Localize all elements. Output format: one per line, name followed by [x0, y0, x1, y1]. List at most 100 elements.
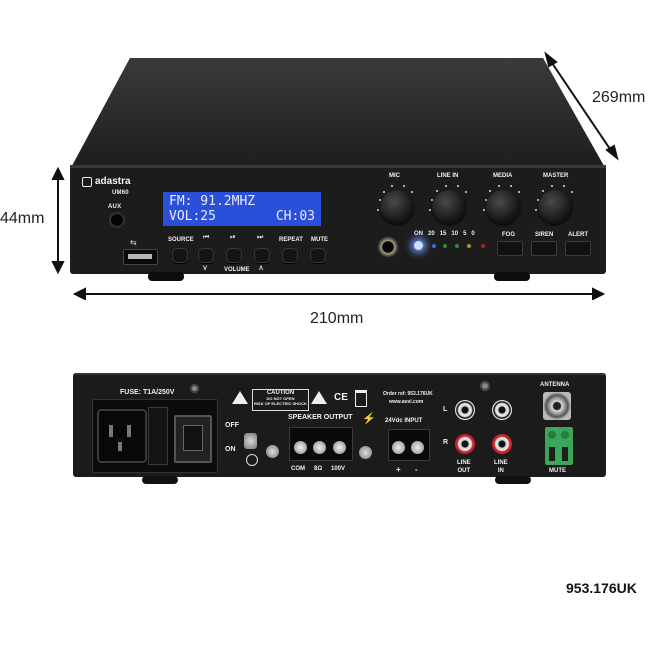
volume-down-icon: V	[203, 266, 208, 272]
mic-knob[interactable]	[380, 190, 414, 224]
height-label: 44mm	[0, 210, 45, 227]
power-led	[414, 241, 423, 250]
rca-line-out-l[interactable]	[455, 400, 475, 420]
dc-minus-label: -	[415, 465, 418, 474]
mute-button[interactable]	[310, 248, 326, 263]
play-pause-button[interactable]	[226, 248, 242, 263]
caution-box: CAUTION DO NOT OPEN RISK OF ELECTRIC SHO…	[252, 389, 309, 411]
alert-button[interactable]	[565, 241, 591, 256]
speaker-output-label: SPEAKER OUTPUT	[288, 414, 353, 421]
front-foot-left	[148, 272, 184, 281]
master-knob[interactable]	[538, 190, 572, 224]
knob-tick-rings	[377, 185, 573, 211]
volume-up-icon: Λ	[259, 266, 264, 272]
source-button[interactable]	[172, 248, 188, 263]
speaker-terminal-100v[interactable]	[333, 441, 346, 454]
mic-jack[interactable]	[377, 236, 399, 258]
line-out-label: LINE OUT	[457, 460, 471, 474]
terminal-100v-label: 100V	[331, 466, 346, 472]
rca-line-in-l[interactable]	[492, 400, 512, 420]
meter-on-label: ON	[414, 231, 423, 237]
weee-bin-icon	[355, 390, 367, 407]
mute-terminal-block[interactable]	[545, 427, 573, 465]
power-switch[interactable]	[174, 415, 212, 463]
depth-arrow	[544, 51, 619, 161]
screw-mid[interactable]	[359, 446, 372, 459]
meter-15-label: 15	[439, 231, 447, 237]
fuse-holder[interactable]	[148, 407, 168, 465]
master-knob-label: MASTER	[543, 173, 569, 179]
mute-label: MUTE	[311, 237, 328, 243]
antenna-connector[interactable]	[543, 392, 571, 420]
meter-20-label: 20	[428, 231, 435, 237]
next-button[interactable]	[254, 248, 270, 263]
prev-button[interactable]	[198, 248, 214, 263]
alert-label: ALERT	[568, 232, 588, 238]
level-meter-labels: ON 20 15 10 5 0	[414, 231, 475, 237]
meter-0-label: 0	[471, 231, 475, 237]
iec-inlet[interactable]	[97, 409, 147, 463]
fog-button[interactable]	[497, 241, 523, 256]
dc-input-label: 24Vdc INPUT	[385, 418, 423, 424]
line-in-knob[interactable]	[432, 190, 466, 224]
on-label: ON	[225, 446, 236, 453]
shock-hazard-icon	[311, 391, 327, 404]
lcd-display: FM: 91.2MHZ VOL:25 CH:03	[163, 192, 321, 226]
speaker-terminal-8ohm[interactable]	[313, 441, 326, 454]
line-in-label: LINE IN	[494, 460, 508, 474]
siren-button[interactable]	[531, 241, 557, 256]
fuse-label: FUSE: T1A/250V	[120, 389, 175, 396]
repeat-button[interactable]	[282, 248, 298, 263]
dc-terminal-plus[interactable]	[392, 441, 405, 454]
ground-terminal[interactable]	[244, 433, 257, 449]
usb-port[interactable]	[123, 249, 158, 265]
rear-foot-right	[495, 476, 531, 484]
meter-10-label: 10	[451, 231, 459, 237]
height-arrow	[51, 166, 65, 275]
warning-triangle-icon	[232, 391, 248, 404]
model-label: UM60	[112, 190, 129, 196]
width-label: 210mm	[310, 310, 364, 327]
terminal-8ohm-label: 8Ω	[314, 466, 323, 472]
caution-sub-2: RISK OF ELECTRIC SHOCK	[254, 401, 307, 406]
front-foot-right	[494, 272, 530, 281]
mic-knob-label: MIC	[389, 173, 400, 179]
depth-label: 269mm	[592, 89, 646, 106]
repeat-label: REPEAT	[279, 237, 303, 243]
channel-l-label: L	[443, 406, 448, 413]
dc-plus-label: +	[396, 465, 401, 474]
order-ref-label: Order ref: 953.176UK	[383, 391, 433, 397]
fog-label: FOG	[502, 232, 515, 238]
rear-foot-left	[142, 476, 178, 484]
rca-line-in-r[interactable]	[492, 434, 512, 454]
lcd-line-2: VOL:25 CH:03	[169, 209, 315, 224]
rca-line-out-r[interactable]	[455, 434, 475, 454]
caution-sub-1: DO NOT OPEN	[266, 396, 295, 401]
screw-top-left	[190, 384, 199, 393]
ground-screw[interactable]	[266, 445, 279, 458]
media-knob-label: MEDIA	[493, 173, 513, 179]
meter-led-2	[443, 244, 447, 248]
mute-label: MUTE	[549, 468, 566, 474]
aux-jack[interactable]	[111, 214, 123, 226]
play-pause-icon: ⏯	[230, 234, 236, 241]
speaker-terminal-com[interactable]	[294, 441, 307, 454]
line-in-knob-label: LINE IN	[437, 173, 459, 179]
website-label: www.avsl.com	[389, 399, 424, 405]
dc-terminal-minus[interactable]	[411, 441, 424, 454]
antenna-label: ANTENNA	[540, 382, 570, 388]
meter-led-1	[432, 244, 436, 248]
lcd-line-1: FM: 91.2MHZ	[169, 194, 256, 209]
lcd-channel: CH:03	[275, 209, 315, 224]
caution-title: CAUTION	[266, 390, 295, 396]
lightning-icon: ⚡	[362, 413, 376, 425]
meter-5-label: 5	[463, 231, 467, 237]
meter-led-4	[467, 244, 471, 248]
next-icon: ⏭	[257, 234, 264, 241]
media-knob[interactable]	[486, 190, 520, 224]
meter-led-5	[481, 244, 485, 248]
prev-icon: ⏮	[203, 234, 210, 241]
siren-label: SIREN	[535, 232, 554, 238]
brand-name: adastra	[95, 176, 131, 187]
off-label: OFF	[225, 422, 239, 429]
